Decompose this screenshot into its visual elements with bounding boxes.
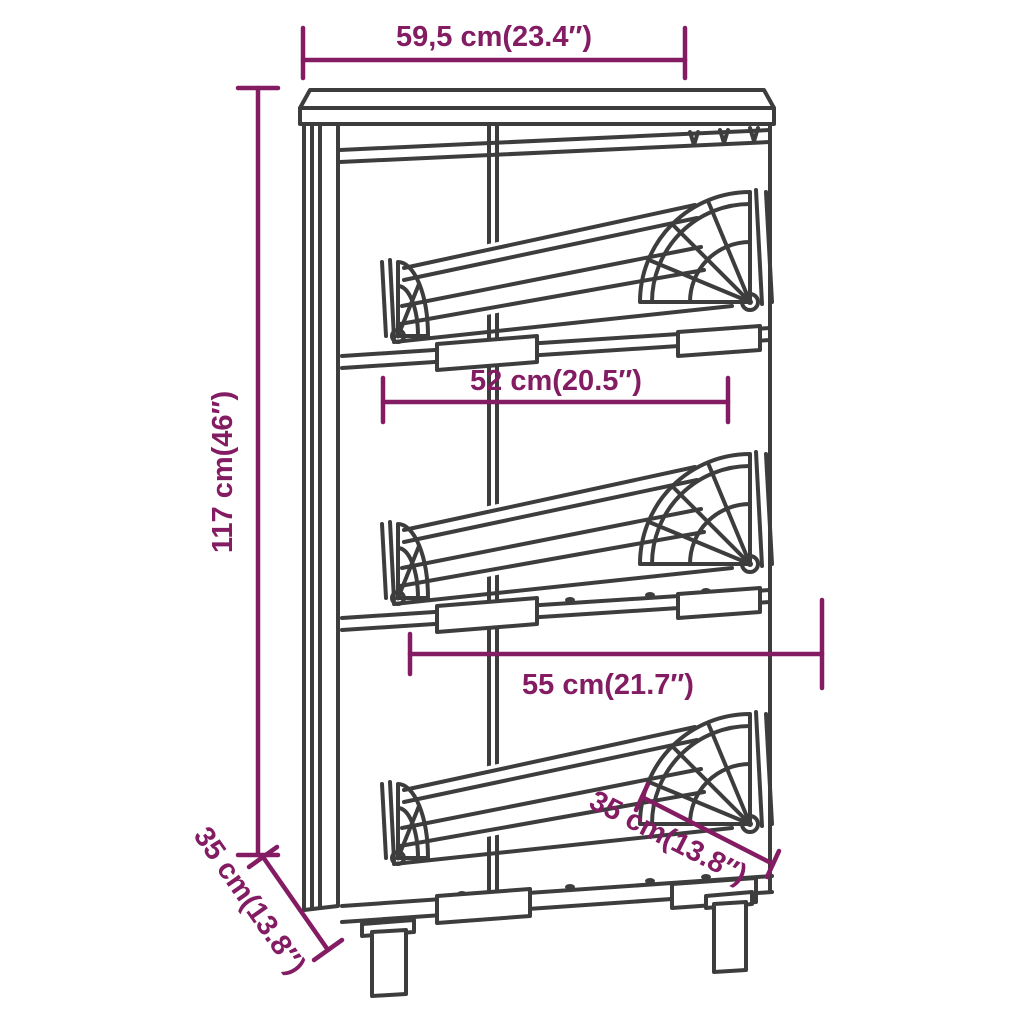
dim-inner-width: 52 cm(20.5″)	[380, 365, 731, 425]
dim-shelf-width-label: 55 cm(21.7″)	[522, 669, 694, 701]
drawer-top	[340, 188, 774, 372]
dim-inner-width-label: 52 cm(20.5″)	[470, 365, 642, 397]
drawer-rail-block	[435, 596, 539, 634]
drawer-middle	[340, 450, 774, 634]
drawer-rail-block	[435, 334, 539, 372]
leg-front-right	[712, 900, 748, 974]
drawer-rail-block	[676, 324, 762, 358]
drawer-rail-block	[676, 586, 762, 620]
leg-front-left	[370, 928, 408, 998]
dim-height: 117 cm(46″)	[207, 85, 281, 858]
cabinet-top-board	[298, 88, 776, 126]
dim-height-label: 117 cm(46″)	[207, 391, 239, 553]
drawer-rail-block	[435, 887, 532, 925]
dim-top-width-label: 59,5 cm(23.4″)	[396, 21, 592, 53]
back-rail-hook	[718, 128, 730, 145]
drawer-bottom	[340, 710, 774, 925]
dim-shelf-width: 55 cm(21.7″)	[407, 597, 825, 701]
cabinet-legs	[360, 890, 754, 998]
back-rail-hook	[688, 130, 700, 147]
dim-top-width: 59,5 cm(23.4″)	[300, 21, 688, 81]
back-rail-hook	[748, 126, 760, 143]
cabinet-left-panel	[302, 122, 340, 912]
cabinet-drawing	[298, 88, 776, 998]
